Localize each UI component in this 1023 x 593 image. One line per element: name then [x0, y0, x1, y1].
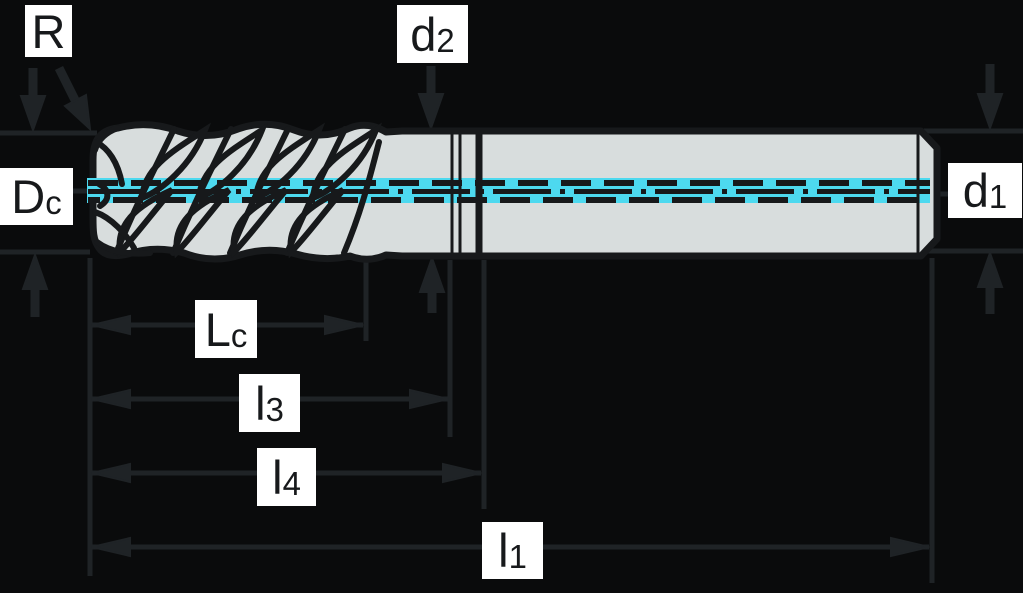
dc-extension-lines: [0, 130, 97, 255]
label-l1-text: l: [498, 524, 509, 577]
label-dc-text: D: [11, 170, 46, 223]
label-l3-text: l: [255, 376, 266, 430]
d2-arrows: [417, 66, 446, 313]
d1-arrows: [976, 64, 1004, 314]
dc-arrows: [19, 68, 49, 317]
length-extension-lines: [87, 258, 935, 583]
label-corner-radius: R: [25, 5, 72, 57]
r-leader-arrow: [54, 65, 92, 132]
label-l4-text: l: [272, 450, 283, 504]
label-lc-text: L: [204, 302, 231, 356]
label-d2-text: d: [410, 7, 437, 61]
tool-body: [87, 120, 941, 263]
axis-lines: [88, 180, 930, 203]
label-d1-text: d: [962, 164, 989, 217]
label-corner-radius-text: R: [31, 4, 66, 58]
